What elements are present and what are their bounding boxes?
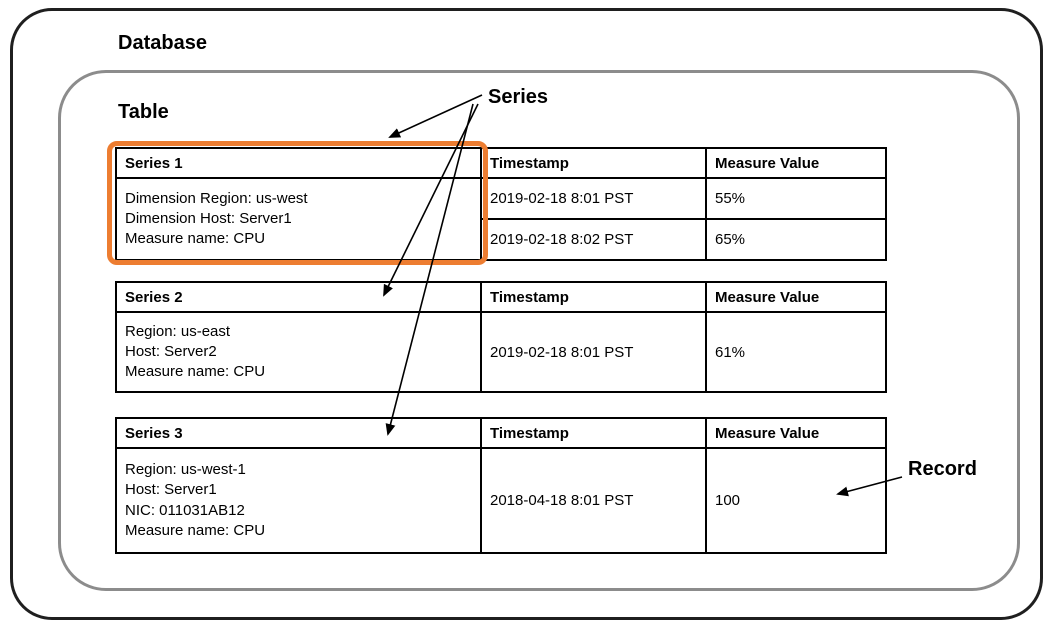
series-3-table: Series 3 Timestamp Measure Value Region:… (115, 417, 887, 554)
series-2-name-header: Series 2 (115, 281, 482, 313)
series-1-table: Series 1 Timestamp Measure Value Dimensi… (115, 147, 887, 261)
table-label: Table (118, 101, 169, 123)
series-3-record-1-value: 100 (705, 447, 887, 554)
database-label: Database (118, 32, 207, 54)
series-1-timestamp-header: Timestamp (480, 147, 707, 179)
series-1-name-header: Series 1 (115, 147, 482, 179)
series-2-record-1-value: 61% (705, 311, 887, 393)
series-2-measure-header: Measure Value (705, 281, 887, 313)
series-1-record-2-timestamp: 2019-02-18 8:02 PST (480, 218, 707, 261)
series-3-measure-header: Measure Value (705, 417, 887, 449)
series-2-record-1-timestamp: 2019-02-18 8:01 PST (480, 311, 707, 393)
series-2-dimensions-cell: Region: us-east Host: Server2 Measure na… (115, 311, 482, 393)
series-1-record-1-value: 55% (705, 177, 887, 220)
series-3-timestamp-header: Timestamp (480, 417, 707, 449)
series-1-dimensions-cell: Dimension Region: us-west Dimension Host… (115, 177, 482, 261)
series-3-dimensions-cell: Region: us-west-1 Host: Server1 NIC: 011… (115, 447, 482, 554)
series-1-record-1-timestamp: 2019-02-18 8:01 PST (480, 177, 707, 220)
series-label: Series (488, 86, 549, 108)
series-3-name-header: Series 3 (115, 417, 482, 449)
series-3-record-1-timestamp: 2018-04-18 8:01 PST (480, 447, 707, 554)
series-2-timestamp-header: Timestamp (480, 281, 707, 313)
series-2-table: Series 2 Timestamp Measure Value Region:… (115, 281, 887, 393)
series-1-measure-header: Measure Value (705, 147, 887, 179)
series-1-record-2-value: 65% (705, 218, 887, 261)
record-label: Record (908, 458, 977, 480)
